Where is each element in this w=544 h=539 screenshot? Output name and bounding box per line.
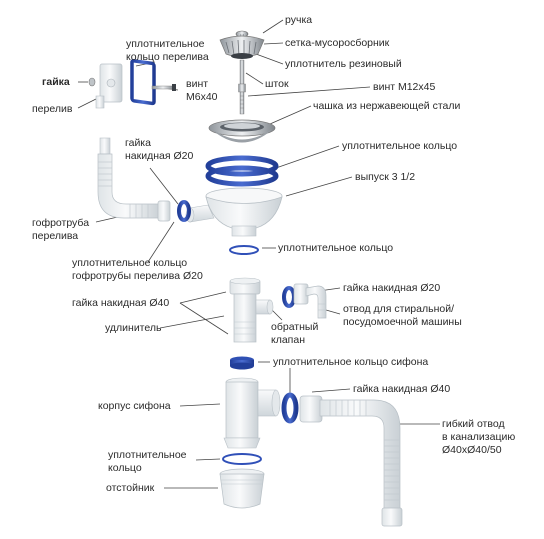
- label-hose-ring: уплотнительное кольцо гофротрубы перелив…: [72, 257, 203, 283]
- label-check-valve-line1: обратный: [271, 321, 319, 333]
- label-check-valve-line2: клапан: [271, 334, 306, 346]
- label-outlet: выпуск 3 1/2: [355, 171, 416, 183]
- label-siphon-ring: уплотнительное кольцо сифона: [273, 356, 429, 368]
- label-union-nut-d40-right: гайка накидная Ø40: [353, 383, 451, 395]
- hose-ring-d20: [177, 200, 191, 222]
- union-nut-d40-right: [281, 392, 299, 424]
- leader-screw-m12: [247, 86, 371, 97]
- label-check-valve: обратный клапан: [271, 321, 318, 347]
- overflow-seal: [130, 59, 156, 106]
- leader-stem: [245, 72, 264, 85]
- screw-m6: [151, 84, 176, 91]
- label-overflow-seal-line2: кольцо перелива: [126, 51, 209, 63]
- overflow: [95, 63, 123, 109]
- label-nut: гайка: [42, 76, 70, 88]
- leader-hose-ring: [147, 221, 175, 263]
- leader-strainer: [263, 42, 284, 45]
- label-flex-outlet: гибкий отвод в канализацию Ø40хØ40/50: [442, 418, 515, 457]
- leader-siphon-body: [179, 403, 221, 407]
- label-o-ring-bottom: уплотнительное кольцо: [108, 449, 187, 475]
- leader-outlet: [285, 176, 353, 197]
- label-screw-m6-line2: М6х40: [186, 91, 218, 103]
- leader-handle: [262, 19, 284, 34]
- leader-extender: [159, 315, 225, 329]
- nut-small: [88, 77, 96, 87]
- label-stem: шток: [265, 78, 289, 90]
- overflow-hose: [97, 137, 171, 222]
- label-union-nut-d20-line1: гайка: [125, 137, 151, 149]
- stainless-cup: [208, 119, 276, 143]
- label-sump: отстойник: [106, 482, 155, 494]
- label-o-ring-bottom-line1: уплотнительное: [108, 449, 187, 461]
- strainer-basket: [219, 30, 265, 59]
- leader-union-nut-d40-right: [311, 388, 351, 393]
- leader-rubber-seal: [255, 53, 284, 65]
- siphon-body: [223, 377, 281, 449]
- sump: [219, 468, 265, 509]
- leader-union-nut-d40-b: [179, 302, 229, 335]
- label-flex-outlet-line2: в канализацию: [442, 431, 516, 443]
- label-screw-m6-line1: винт: [186, 78, 209, 90]
- label-machine-branch-line1: отвод для стиральной/: [343, 303, 455, 315]
- label-o-ring-top: уплотнительное кольцо: [342, 140, 458, 152]
- label-screw-m12: винт М12х45: [373, 81, 436, 93]
- label-flex-outlet-line1: гибкий отвод: [442, 418, 505, 430]
- label-union-nut-d40: гайка накидная Ø40: [72, 297, 170, 309]
- label-siphon-body: корпус сифона: [98, 400, 171, 412]
- label-overflow: перелив: [32, 103, 73, 115]
- label-machine-branch: отвод для стиральной/ посудомоечной маши…: [343, 303, 462, 329]
- label-overflow-hose-line1: гофротруба: [32, 217, 90, 229]
- label-extender: удлинитель: [105, 322, 162, 334]
- siphon-ring: [230, 356, 254, 370]
- label-hose-ring-line1: уплотнительное кольцо: [72, 257, 188, 269]
- label-o-ring-bottom-line2: кольцо: [108, 462, 142, 474]
- machine-branch: [282, 283, 327, 319]
- flex-outlet: [299, 395, 403, 527]
- leader-union-nut-d20: [149, 167, 179, 205]
- leader-union-nut-d40-a: [179, 291, 227, 304]
- label-strainer: сетка-мусоросборник: [285, 37, 390, 49]
- outlet-bowl: [185, 187, 283, 237]
- label-machine-branch-line2: посудомоечной машины: [343, 316, 462, 328]
- extender: [229, 277, 274, 343]
- label-union-nut-d20-right: гайка накидная Ø20: [343, 282, 441, 294]
- o-ring-mid: [229, 245, 259, 255]
- label-overflow-seal: уплотнительное кольцо перелива: [126, 38, 209, 64]
- leader-o-ring-top: [275, 145, 340, 169]
- label-overflow-hose-line2: перелива: [32, 230, 79, 242]
- label-overflow-seal-line1: уплотнительное: [126, 38, 205, 50]
- stem: [238, 59, 246, 115]
- leader-overflow: [77, 97, 99, 109]
- label-steel-cup: чашка из нержавеющей стали: [313, 100, 461, 112]
- label-screw-m6: винт М6х40: [186, 78, 218, 104]
- label-o-ring-mid: уплотнительное кольцо: [278, 242, 394, 254]
- label-rubber-seal: уплотнитель резиновый: [285, 58, 402, 70]
- label-handle: ручка: [285, 14, 313, 26]
- o-ring-top: [205, 155, 279, 187]
- o-ring-bottom: [222, 453, 262, 465]
- label-overflow-hose: гофротруба перелива: [32, 217, 89, 243]
- label-union-nut-d20-line2: накидная Ø20: [125, 150, 194, 162]
- label-union-nut-d20: гайка накидная Ø20: [125, 137, 193, 163]
- leader-o-ring-bottom: [195, 458, 221, 461]
- leader-machine-branch: [325, 309, 341, 315]
- label-flex-outlet-line3: Ø40хØ40/50: [442, 444, 502, 456]
- leader-steel-cup: [269, 105, 312, 125]
- label-hose-ring-line2: гофротрубы перелива Ø20: [72, 270, 203, 282]
